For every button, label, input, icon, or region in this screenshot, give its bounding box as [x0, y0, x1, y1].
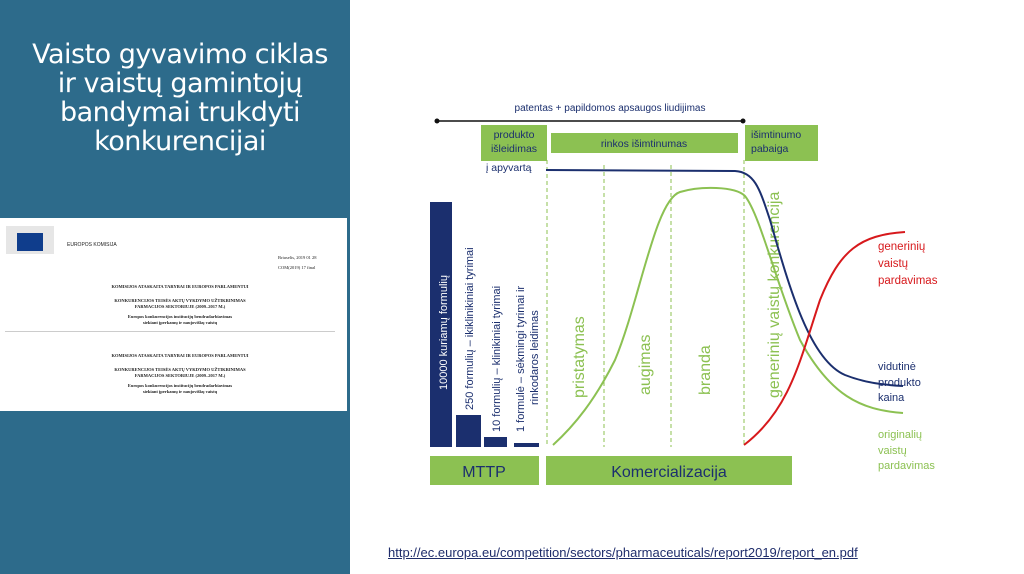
- average-price-curve: [545, 169, 904, 387]
- average-price-label: vidutinė produkto kaina: [878, 361, 921, 404]
- doc-heading: KOMISIJOS ATASKAITA TARYBAI IR EUROPOS P…: [111, 353, 249, 358]
- patent-start-dot: [434, 118, 440, 124]
- patent-label: patentas + papildomos apsaugos liudijima…: [515, 103, 706, 114]
- exclusivity-box: [551, 133, 738, 153]
- original-sales-curve: [552, 186, 904, 446]
- doc-divider: [5, 331, 335, 332]
- svg-text:pardavimas: pardavimas: [878, 460, 935, 472]
- bar-1: [514, 443, 539, 447]
- svg-text:vaistų: vaistų: [878, 258, 908, 270]
- launch-label: išleidimas: [491, 143, 537, 155]
- exclusivity-end-label: pabaiga: [751, 143, 789, 155]
- phase-label-introduction: pristatymas: [571, 316, 588, 398]
- phase-dividers: [546, 160, 745, 447]
- bar-label: 1 formulė – sėkmingi tyrimai ir: [515, 286, 527, 432]
- eu-flag-icon: [17, 233, 43, 251]
- generic-sales-label: generinių vaistų pardavimas: [878, 241, 938, 287]
- svg-text:produkto: produkto: [878, 377, 921, 389]
- doc-subheading: Europos konkurencijos institucijų bendra…: [127, 383, 233, 388]
- original-sales-label: originalių vaistų pardavimas: [878, 429, 935, 472]
- bar-10000: [430, 202, 452, 447]
- phase-label-maturity: branda: [697, 345, 714, 395]
- bar-label: 10000 kuriamų formulių: [438, 275, 450, 390]
- doc-subheading: siekiant įperkamų ir naujoviškų vaistų: [142, 389, 218, 394]
- doc-heading: KONKURENCIJOS TEISĖS AKTŲ VYKDYMO UŽTIKR…: [114, 367, 246, 372]
- doc-heading: FARMACIJOS SEKTORIUJE (2009–2017 M.): [134, 373, 226, 378]
- report-cover-image: EUROPOS KOMISIJA Briuselis, 2019 01 28 C…: [0, 218, 347, 411]
- launch-label: į apyvartą: [486, 162, 532, 174]
- doc-date: Briuselis, 2019 01 28: [278, 255, 317, 260]
- svg-text:pardavimas: pardavimas: [878, 275, 938, 287]
- generic-sales-curve: [743, 231, 906, 446]
- svg-text:generinių: generinių: [878, 241, 925, 253]
- doc-heading: KOMISIJOS ATASKAITA TARYBAI IR EUROPOS P…: [111, 284, 249, 289]
- launch-label: produkto: [494, 129, 535, 141]
- patent-end-dot: [740, 118, 746, 124]
- doc-subheading: siekiant įperkamų ir naujoviškų vaistų: [142, 320, 218, 325]
- doc-subheading: Europos konkurencijos institucijų bendra…: [127, 314, 233, 319]
- doc-org: EUROPOS KOMISIJA: [67, 242, 117, 248]
- phase-label-growth: augimas: [637, 335, 654, 395]
- exclusivity-end-label: išimtinumo: [751, 129, 801, 141]
- bar-label: 10 formulių – klinikiniai tyrimai: [491, 286, 503, 432]
- launch-box: [481, 125, 547, 161]
- commercialization-stage-box: [546, 456, 792, 485]
- mttp-stage-box: [430, 456, 539, 485]
- svg-text:kaina: kaina: [878, 392, 905, 404]
- phase-label-generic-competition: generinių vaistų konkurencija: [766, 192, 783, 398]
- exclusivity-label: rinkos išimtinumas: [601, 138, 687, 150]
- bar-label: 250 formulių – ikiklinikiniai tyrimai: [464, 247, 476, 410]
- doc-heading: KONKURENCIJOS TEISĖS AKTŲ VYKDYMO UŽTIKR…: [114, 298, 246, 303]
- bar-label: rinkodaros leidimas: [529, 310, 541, 405]
- source-link[interactable]: http://ec.europa.eu/competition/sectors/…: [388, 545, 858, 560]
- exclusivity-end-box: [745, 125, 818, 161]
- svg-text:vidutinė: vidutinė: [878, 361, 916, 373]
- commercialization-stage-label: Komercializacija: [611, 464, 727, 481]
- mttp-stage-label: MTTP: [462, 464, 506, 481]
- svg-text:vaistų: vaistų: [878, 445, 907, 457]
- bar-10: [484, 437, 507, 447]
- doc-ref: COM(2019) 17 final: [278, 265, 316, 270]
- bar-250: [456, 415, 481, 447]
- slide-title: Vaisto gyvavimo ciklas ir vaistų gaminto…: [32, 39, 328, 157]
- doc-heading: FARMACIJOS SEKTORIUJE (2009–2017 M.): [134, 304, 226, 309]
- svg-text:originalių: originalių: [878, 429, 922, 441]
